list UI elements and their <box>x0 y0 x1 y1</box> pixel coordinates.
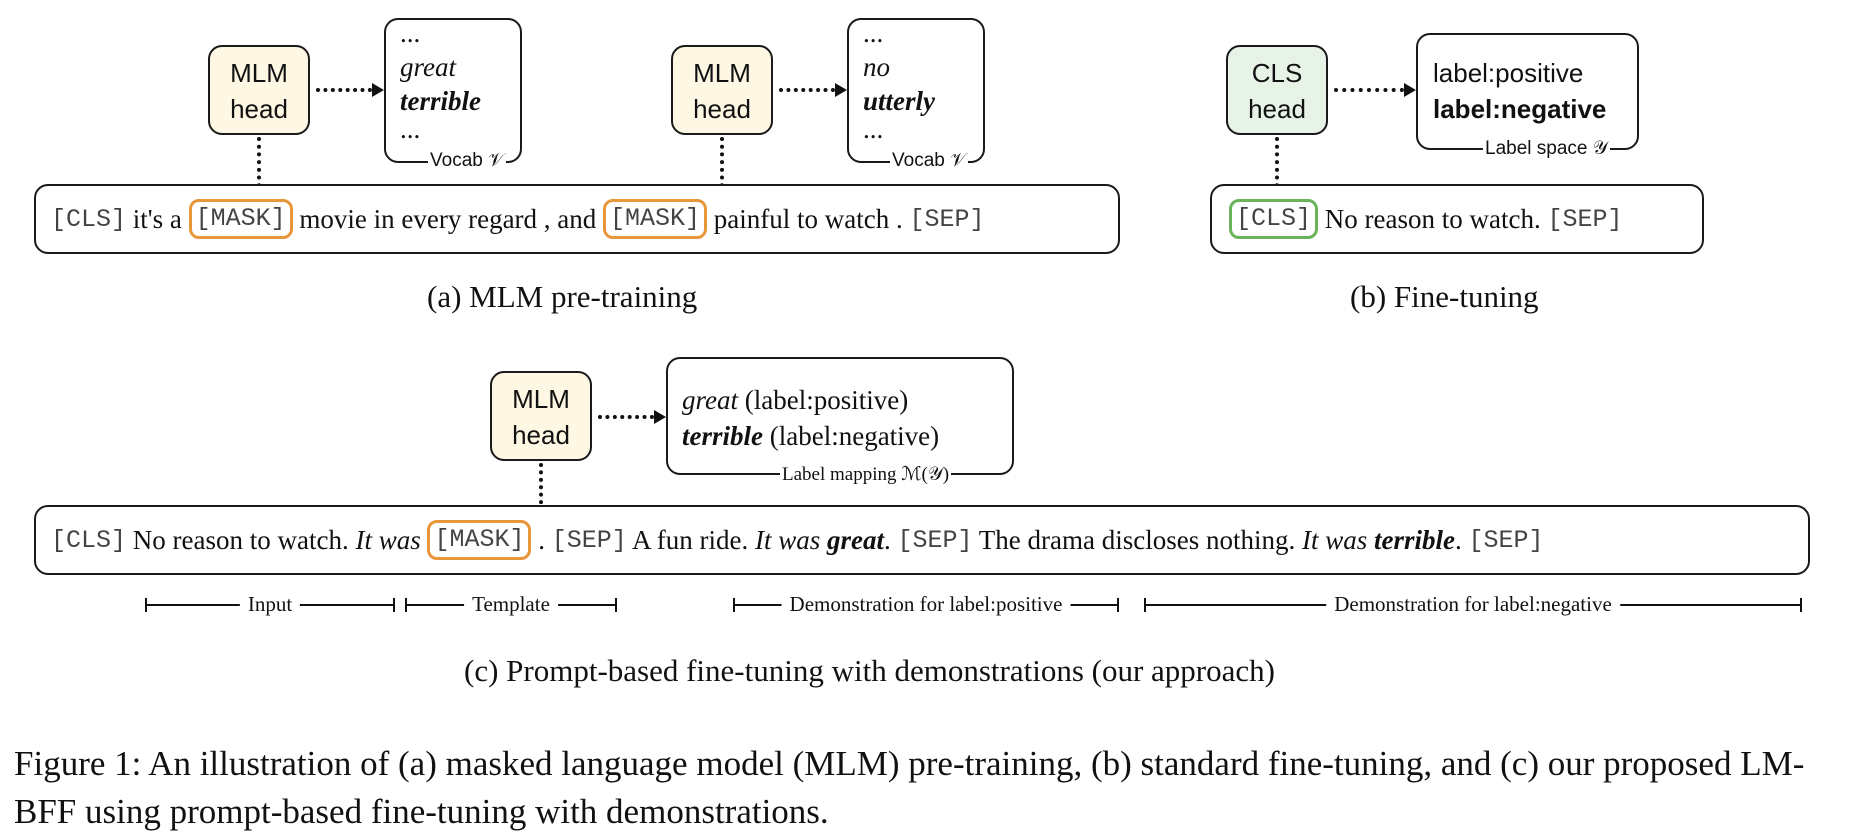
sentence-b-text: No reason to watch. <box>1318 203 1548 234</box>
dotted-arrow-a2 <box>779 88 835 92</box>
mlm-head-c-line2: head <box>512 420 570 450</box>
arrowhead-a1 <box>372 83 384 97</box>
vocab-1-dots-bottom: ... <box>400 114 421 144</box>
vocab-1-label: Vocab 𝒱 <box>428 150 506 172</box>
label-negative: label:negative <box>1433 94 1607 124</box>
sep-token-c2: [SEP] <box>897 525 973 555</box>
vocab-1-content: ... great terrible ... <box>400 16 481 144</box>
label-positive: label:positive <box>1433 58 1584 88</box>
demo-negative-text: The drama discloses nothing. <box>972 524 1302 555</box>
demo-negative-word: terrible <box>1374 524 1455 555</box>
template-period: . <box>531 524 552 555</box>
dotted-arrow-a1 <box>316 88 372 92</box>
dotted-link-b <box>1275 137 1279 195</box>
cls-token-a: [CLS] <box>51 204 127 234</box>
label-space-label: Label space 𝒴 <box>1483 138 1610 160</box>
arrowhead-c <box>654 410 666 424</box>
sep-token-c3: [SEP] <box>1468 525 1544 555</box>
sentence-box-a <box>34 184 1120 254</box>
sentence-box-b <box>1210 184 1704 254</box>
sep-token-b: [SEP] <box>1547 204 1623 234</box>
label-space-content: label:positive label:negative <box>1433 55 1606 127</box>
vocab-1-word-terrible: terrible <box>400 86 481 116</box>
cls-head-line1: CLS <box>1251 58 1303 88</box>
mapping-word-great: great <box>682 385 738 415</box>
sentence-a-text-1: it's a <box>126 203 189 234</box>
sentence-a-text-2: movie in every regard , and <box>292 203 604 234</box>
mlm-head-box-2: MLM head <box>671 45 773 135</box>
vocab-2-word-utterly: utterly <box>863 86 935 116</box>
bracket-demo-negative: Demonstration for label:negative <box>1144 592 1802 617</box>
mask-token-a1: [MASK] <box>188 199 293 239</box>
bracket-template: Template <box>405 592 617 617</box>
mlm-head-2-line1: MLM <box>693 58 751 88</box>
vocab-2-word-no: no <box>863 52 890 82</box>
sep-token-c1: [SEP] <box>551 525 627 555</box>
mapping-word-terrible: terrible <box>682 421 763 451</box>
cls-head-box: CLS head <box>1226 45 1328 135</box>
label-mapping-content: great (label:positive) terrible (label:n… <box>682 382 939 454</box>
mask-token-a2: [MASK] <box>603 199 708 239</box>
label-mapping-box <box>666 357 1014 475</box>
sentence-a-text-3: painful to watch . <box>707 203 910 234</box>
mask-token-c: [MASK] <box>427 520 532 560</box>
figure-caption: Figure 1: An illustration of (a) masked … <box>14 744 1805 831</box>
sentence-c-input: No reason to watch. <box>126 524 356 555</box>
caption-a: (a) MLM pre-training <box>427 279 698 314</box>
vocab-box-1 <box>384 18 522 163</box>
sentence-box-c <box>34 505 1810 575</box>
bracket-demo-negative-label: Demonstration for label:negative <box>1326 592 1620 617</box>
bracket-template-label: Template <box>464 592 558 617</box>
mapping-label-positive: (label:positive) <box>738 385 909 415</box>
label-mapping-label: Label mapping ℳ(𝒴) <box>780 463 952 486</box>
dotted-link-a2 <box>720 137 724 195</box>
bracket-input: Input <box>145 592 395 617</box>
sentence-b: [CLS] No reason to watch. [SEP] <box>1229 195 1622 243</box>
bracket-demo-positive: Demonstration for label:positive <box>733 592 1119 617</box>
demo-positive-word: great <box>827 524 885 555</box>
sentence-a: [CLS] it's a [MASK] movie in every regar… <box>51 195 985 243</box>
mlm-head-c-line1: MLM <box>512 384 570 414</box>
dotted-link-a1 <box>257 137 261 195</box>
demo-negative-period: . <box>1455 524 1469 555</box>
demo-positive-period: . <box>884 524 898 555</box>
vocab-2-dots-top: ... <box>863 18 884 48</box>
arrowhead-b <box>1404 83 1416 97</box>
mapping-label-negative: (label:negative) <box>763 421 940 451</box>
bracket-demo-positive-label: Demonstration for label:positive <box>781 592 1071 617</box>
cls-token-c: [CLS] <box>51 525 127 555</box>
label-space-box <box>1416 33 1639 150</box>
mlm-head-1-line1: MLM <box>230 58 288 88</box>
sep-token-a: [SEP] <box>909 204 985 234</box>
mlm-head-box-c: MLM head <box>490 371 592 461</box>
vocab-1-dots-top: ... <box>400 18 421 48</box>
vocab-2-content: ... no utterly ... <box>863 16 935 144</box>
vocab-2-label: Vocab 𝒱 <box>890 150 968 172</box>
demo-positive-it-was: It was <box>755 524 828 555</box>
dotted-arrow-b <box>1334 88 1404 92</box>
vocab-1-word-great: great <box>400 52 456 82</box>
dotted-link-c <box>539 463 543 519</box>
sentence-c: [CLS] No reason to watch. It was [MASK] … <box>51 516 1544 564</box>
template-it-was: It was <box>355 524 428 555</box>
caption-c: (c) Prompt-based fine-tuning with demons… <box>464 653 1275 688</box>
mlm-head-box-1: MLM head <box>208 45 310 135</box>
demo-negative-it-was: It was <box>1301 524 1374 555</box>
cls-token-b: [CLS] <box>1229 199 1319 239</box>
mlm-head-1-line2: head <box>230 94 288 124</box>
dotted-arrow-c <box>598 415 654 419</box>
demo-positive-text: A fun ride. <box>626 524 755 555</box>
arrowhead-a2 <box>835 83 847 97</box>
caption-b: (b) Fine-tuning <box>1350 279 1539 314</box>
bracket-input-label: Input <box>239 592 301 617</box>
mlm-head-2-line2: head <box>693 94 751 124</box>
cls-head-line2: head <box>1248 94 1306 124</box>
vocab-2-dots-bottom: ... <box>863 114 884 144</box>
